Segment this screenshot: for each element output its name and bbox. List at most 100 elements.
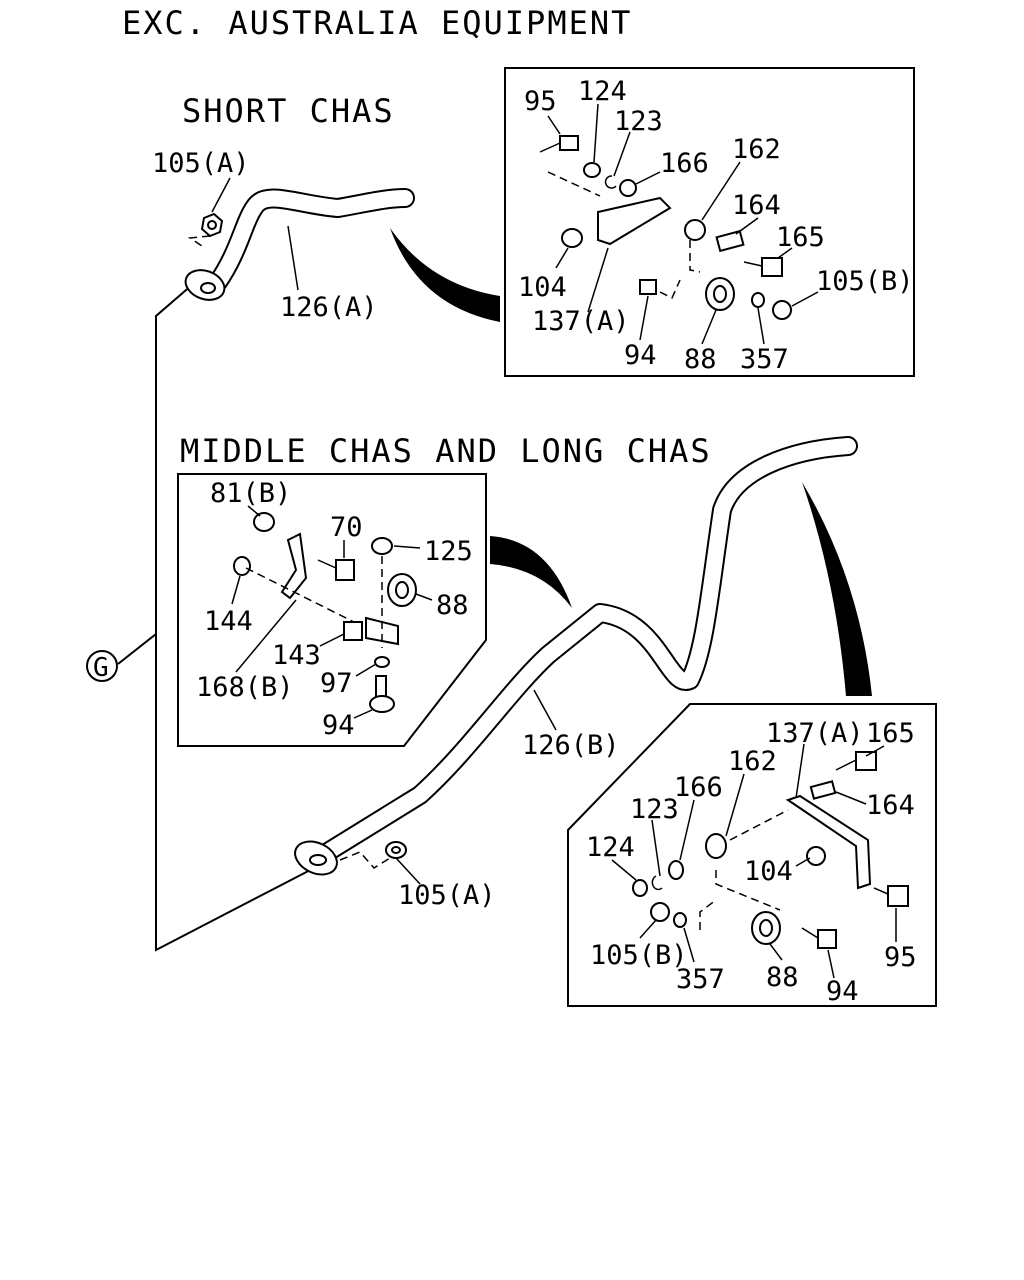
bolt-165-long-shank [835,759,857,771]
leader-165-long [865,745,885,757]
callout-g-letter: G [93,653,109,683]
washer-166-long [668,860,684,880]
label-long-124: 124 [586,832,635,863]
nut-105a-short [200,212,224,238]
label-short-123: 123 [614,106,663,137]
clip-123-long [651,875,663,891]
leader-88-long [769,943,783,961]
label-long-105b: 105(B) [590,940,688,971]
bracket-137a-short [597,196,672,246]
leader-105b-short [791,291,819,307]
label-long-137a: 137(A) [766,718,864,749]
leader-143 [319,633,345,647]
bolt-95-long-shank [873,887,889,895]
leader-137a-long [795,743,805,799]
detail-box-short-frame [504,67,915,377]
callout-g: G [86,650,118,683]
nut-105a-short-dash [187,235,211,249]
label-short-137a: 137(A) [532,306,630,337]
washer-144-middle [233,556,251,576]
label-middle-144: 144 [204,606,253,637]
bracket-168b-middle [280,532,308,600]
detail-box-short: 95 124 123 166 162 164 165 104 105(B) 13… [504,67,915,377]
label-short-165: 165 [776,222,825,253]
label-long-165: 165 [866,718,915,749]
pointer-wedge-short [390,228,500,322]
bolt-94-long [817,929,837,949]
label-middle-168b: 168(B) [196,672,294,703]
leader-126b [533,689,557,731]
label-long-88: 88 [766,962,799,993]
label-long-95: 95 [884,942,917,973]
label-middle-70: 70 [330,512,363,543]
leader-162-short [701,161,741,221]
short-chas-heading: SHORT CHAS [182,92,395,130]
bolt-70-middle [335,559,355,581]
detail-box-long: 137(A) 165 162 166 164 123 124 104 105(B… [567,703,937,1007]
label-long-164: 164 [866,790,915,821]
label-middle-81b: 81(B) [210,478,291,509]
bolt-165-long [855,751,877,771]
leader-88-short [701,309,717,345]
bolt-143-middle [343,621,363,641]
detail-box-long-frame [567,703,937,1007]
nut-124-long [632,879,648,897]
pointer-wedge-long [802,482,872,696]
collar-164-long [809,780,837,800]
bushing-162-long [705,833,727,859]
leader-81b [247,505,261,517]
leader-165-short [777,247,793,259]
collar-164-short [715,229,745,253]
leader-123-short [613,131,631,177]
leader-166-long [679,799,695,861]
washer-357-long [673,912,687,928]
label-long-104: 104 [744,856,793,887]
label-middle-94: 94 [322,710,355,741]
bolt-94-middle [369,695,395,713]
middle-long-chas-heading: MIDDLE CHAS AND LONG CHAS [180,432,712,470]
nut-105b-long [650,902,670,922]
leader-124-long [611,859,637,881]
bolt-95-short [559,135,579,151]
nut-104-short [561,228,583,248]
dash-long-2 [699,899,717,930]
label-short-164: 164 [732,190,781,221]
leader-104-short [555,247,569,269]
label-long-166: 166 [674,772,723,803]
leader-94-middle [353,709,373,719]
label-short-162: 162 [732,134,781,165]
pipe-126a [184,188,415,301]
nut-104-long [806,846,826,866]
leader-105a-long [395,857,421,885]
leader-104-long [795,857,811,867]
bolt-165-short-shank [743,261,763,267]
leader-357-long [683,927,695,963]
dash-long-1 [715,870,781,911]
bolt-165-short [761,257,783,277]
washer-97-middle [374,656,390,668]
leader-144 [231,575,241,605]
detail-box-middle-frame [177,473,487,747]
label-middle-88: 88 [436,590,469,621]
bracket-middle [365,616,399,646]
dash-short-1 [547,171,601,197]
washer-166-short [619,179,637,197]
label-short-105b: 105(B) [816,266,914,297]
bushing-162-short [684,219,706,241]
label-105a-long: 105(A) [398,880,496,911]
bolt-70-middle-shank [317,559,337,569]
label-long-123: 123 [630,794,679,825]
washer-357-short [751,292,765,308]
label-middle-143: 143 [272,640,321,671]
diagram-title: EXC. AUSTRALIA EQUIPMENT [122,4,632,42]
label-short-88: 88 [684,344,717,375]
dash-long-3 [729,809,789,841]
leader-166-short [635,171,661,185]
bracket-137a-long [785,794,872,890]
label-middle-125: 125 [424,536,473,567]
leader-94-long [827,949,835,979]
nut-81b-middle [253,512,275,532]
label-short-357: 357 [740,344,789,375]
nut-125-middle [371,537,393,555]
